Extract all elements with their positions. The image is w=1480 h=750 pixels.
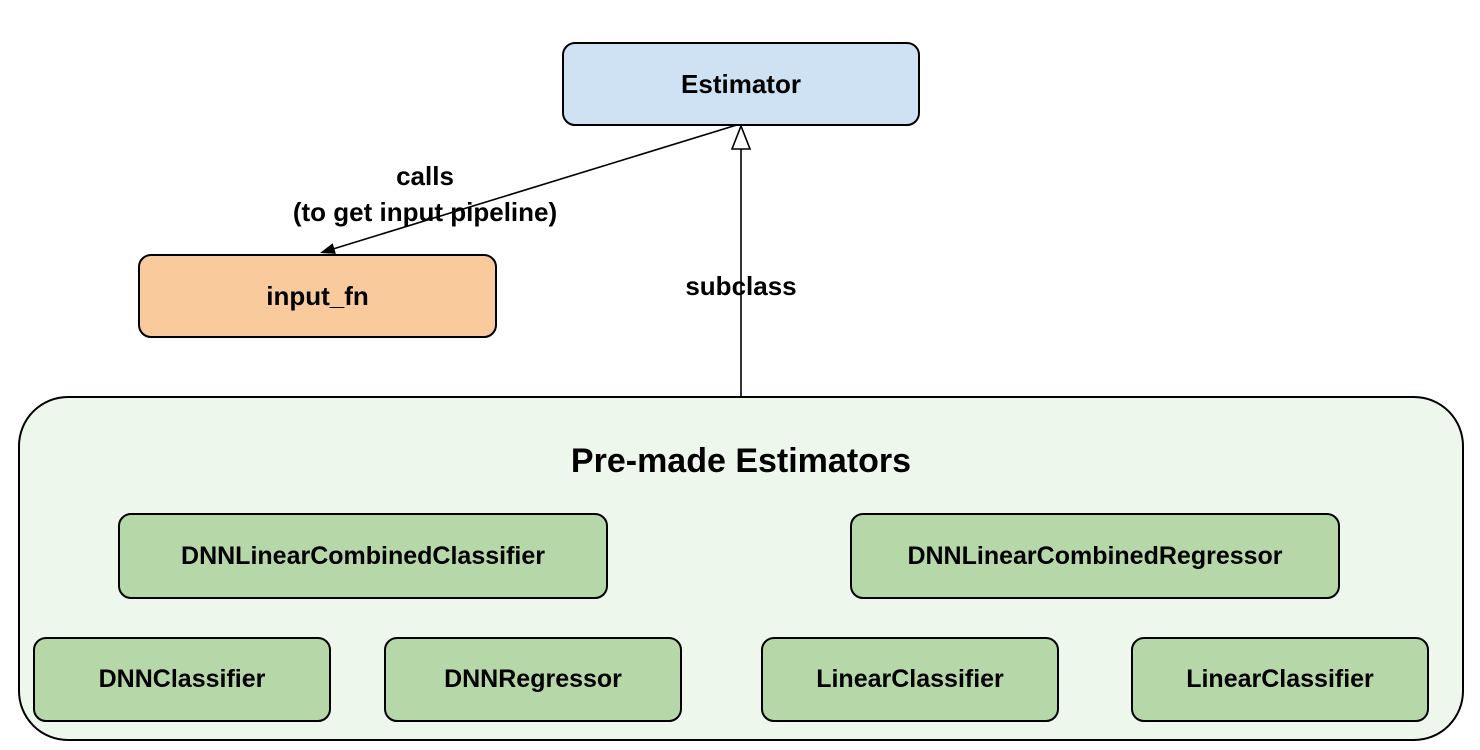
- premade-node-dnnlinearcombinedclassifier: DNNLinearCombinedClassifier: [118, 513, 608, 599]
- subclass-arrow-line: [730, 123, 752, 397]
- premade-node-dnnlinearcombinedregressor: DNNLinearCombinedRegressor: [850, 513, 1340, 599]
- calls-edge-label-line1: calls: [396, 161, 454, 191]
- estimator-node-label: Estimator: [681, 68, 801, 99]
- calls-arrow-line: [320, 123, 741, 254]
- calls-edge-label: calls (to get input pipeline): [175, 158, 675, 230]
- premade-node-linearclassifier-1: LinearClassifier: [761, 637, 1059, 722]
- premade-estimators-title: Pre-made Estimators: [570, 442, 912, 480]
- input-fn-node: input_fn: [138, 254, 497, 338]
- subclass-edge-label: subclass: [685, 271, 797, 301]
- premade-node-linearclassifier-2: LinearClassifier: [1131, 637, 1429, 722]
- input-fn-node-label: input_fn: [266, 280, 369, 311]
- calls-edge-label-line2: (to get input pipeline): [292, 197, 558, 227]
- premade-node-dnnclassifier: DNNClassifier: [33, 637, 331, 722]
- estimator-node: Estimator: [562, 42, 920, 126]
- premade-node-dnnregressor: DNNRegressor: [384, 637, 682, 722]
